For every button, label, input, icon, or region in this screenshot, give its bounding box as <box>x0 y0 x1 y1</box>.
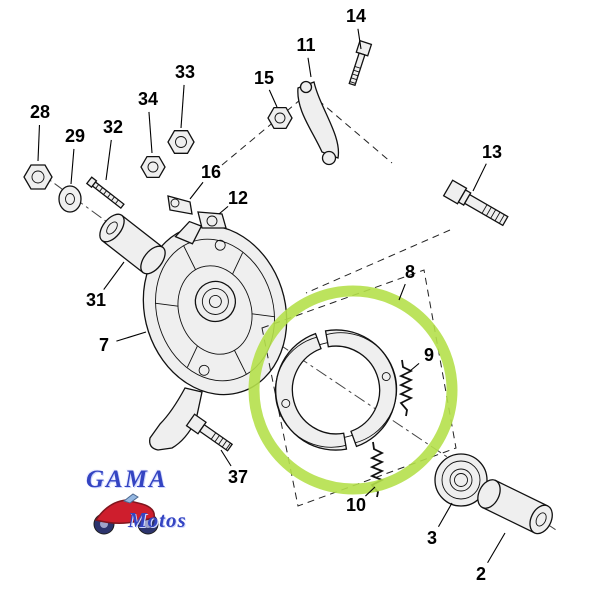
leader-line-29 <box>70 148 75 185</box>
part-label-12: 12 <box>228 188 248 208</box>
wheel-bearing-3 <box>434 453 488 507</box>
part-label-11: 11 <box>296 35 315 55</box>
leader-line-14 <box>357 28 362 50</box>
hex-nut-28 <box>23 164 53 190</box>
leader-line-12 <box>218 205 229 215</box>
leader-line-31 <box>103 261 125 290</box>
part-label-32: 32 <box>103 117 123 137</box>
part-label-10: 10 <box>346 495 366 515</box>
wear-indicator-12 <box>197 211 227 229</box>
threaded-stud-32 <box>85 176 125 210</box>
part-label-16: 16 <box>201 162 221 182</box>
hex-nut-15 <box>267 106 293 130</box>
watermark-text-motos: Motos <box>128 508 187 532</box>
axle-spacer-2 <box>477 479 553 535</box>
mount-bolt-37 <box>185 413 234 452</box>
leader-line-16 <box>189 181 204 200</box>
brake-shoes-8 <box>274 329 398 451</box>
part-label-14: 14 <box>346 6 366 26</box>
leader-line-8 <box>398 283 406 301</box>
leader-line-15 <box>268 89 278 108</box>
motorcycle-logo-icon <box>93 493 159 535</box>
leader-line-13 <box>472 163 487 192</box>
part-label-34: 34 <box>138 89 158 109</box>
part-label-13: 13 <box>482 142 502 162</box>
highlight-ring <box>248 285 458 495</box>
part-label-31: 31 <box>86 290 106 310</box>
part-label-33: 33 <box>175 62 195 82</box>
part-label-15: 15 <box>254 68 274 88</box>
part-label-9: 9 <box>424 345 434 365</box>
watermark-text-gama: GAMA <box>86 466 168 493</box>
leader-line-7 <box>116 331 147 342</box>
spacer-collar <box>99 213 166 275</box>
part-label-7: 7 <box>99 335 109 355</box>
hex-nut-34 <box>140 155 166 179</box>
leader-line-2 <box>487 532 506 564</box>
leader-line-37 <box>220 449 232 467</box>
pinch-bolt-14 <box>348 39 373 87</box>
part-label-2: 2 <box>476 564 486 584</box>
part-label-28: 28 <box>30 102 50 122</box>
part-label-37: 37 <box>228 467 248 487</box>
brake-cam-16 <box>167 195 193 215</box>
leader-line-10 <box>365 486 376 497</box>
part-label-8: 8 <box>405 262 415 282</box>
brake-arm-11 <box>297 80 340 166</box>
washer-29 <box>58 185 82 213</box>
leader-line-28 <box>37 124 41 162</box>
leader-line-33 <box>180 84 185 129</box>
adjuster-bolt-13 <box>442 179 509 227</box>
part-label-3: 3 <box>427 528 437 548</box>
leader-line-11 <box>307 57 312 78</box>
gama-motos-watermark: GAMA Motos <box>80 466 210 556</box>
leader-line-34 <box>148 111 153 154</box>
hex-nut-33 <box>167 130 195 154</box>
leader-line-3 <box>437 502 453 527</box>
leader-line-32 <box>105 139 112 181</box>
brake-backing-plate <box>142 220 288 451</box>
return-spring-9 <box>398 359 414 417</box>
leader-line-9 <box>409 362 420 372</box>
part-label-29: 29 <box>65 126 85 146</box>
